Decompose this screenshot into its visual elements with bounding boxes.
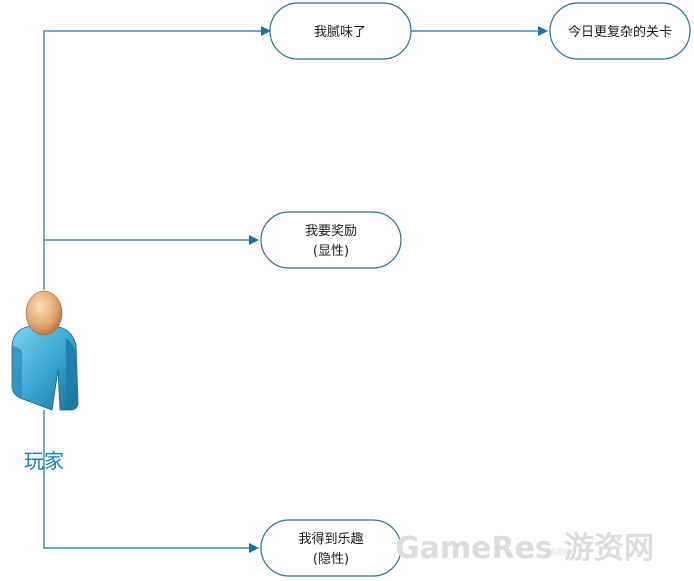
watermark-cn: 游资网 <box>564 531 654 566</box>
node-harder-shape <box>549 2 691 60</box>
player-actor-icon <box>11 290 79 411</box>
node-harder-label: 今日更复杂的关卡 <box>568 24 672 40</box>
watermark-small: 游资网 <box>549 547 570 556</box>
node-reward-label-line2: (显性) <box>313 244 349 259</box>
actor-arm-left <box>12 345 22 398</box>
node-fun-shape <box>260 519 402 577</box>
node-reward: 我要奖励 (显性) <box>260 211 402 269</box>
node-bored-label: 我腻味了 <box>314 25 366 40</box>
node-reward-shape <box>260 211 402 269</box>
actor-arm-right <box>66 338 78 410</box>
node-harder: 今日更复杂的关卡 <box>549 2 691 60</box>
node-bored: 我腻味了 <box>269 2 412 60</box>
connector-to-fun <box>43 410 259 553</box>
node-fun-label-line2: (隐性) <box>313 552 349 567</box>
node-fun: 我得到乐趣 (隐性) <box>260 519 402 577</box>
connector-to-bored <box>43 26 271 290</box>
node-bored-shape <box>269 2 412 60</box>
actor-label: 玩家 <box>24 449 64 473</box>
actor-head <box>25 290 63 336</box>
actor-body <box>11 325 79 411</box>
node-reward-label-line1: 我要奖励 <box>305 224 357 239</box>
connectors <box>43 26 548 553</box>
watermark-brand: GameRes <box>395 531 553 566</box>
node-fun-label-line1: 我得到乐趣 <box>298 531 363 547</box>
watermark: GameRes 游资网 游资网 <box>395 531 654 566</box>
